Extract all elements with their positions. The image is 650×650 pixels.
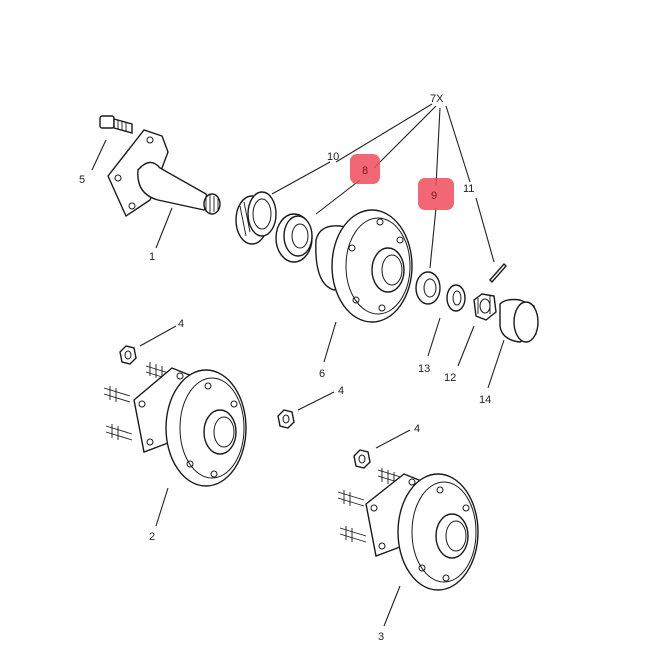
wheel-nut-upper-4 <box>119 345 137 365</box>
bolt-5 <box>99 115 133 134</box>
callout-7x: 7X <box>430 93 444 105</box>
callout-4-middle: 4 <box>338 385 344 397</box>
callout-11: 11 <box>463 183 474 195</box>
callout-1: 1 <box>149 251 155 263</box>
callout-8: 8 <box>362 165 368 177</box>
wheel-nut-lower-4 <box>353 449 371 469</box>
callout-labels: 7X 10 11 8 9 5 1 6 13 12 14 4 4 4 2 3 <box>79 93 491 643</box>
cup-ring-10 <box>235 191 277 245</box>
leader-lines <box>91 103 505 627</box>
hub-6 <box>315 209 413 323</box>
stub-axle-1 <box>107 129 221 218</box>
bearing-8 <box>275 213 313 263</box>
callout-14: 14 <box>479 394 491 406</box>
callout-9: 9 <box>431 190 437 202</box>
callout-2: 2 <box>149 531 155 543</box>
callout-13: 13 <box>418 363 430 375</box>
nut-lock-12 <box>446 284 466 312</box>
highlight-box-9 <box>418 178 454 210</box>
callout-12: 12 <box>444 372 456 384</box>
callout-5: 5 <box>79 174 85 186</box>
callout-3: 3 <box>378 631 384 643</box>
wheel-nut-middle-4 <box>277 409 295 429</box>
callout-4-upper: 4 <box>178 318 184 330</box>
callout-4-lower: 4 <box>414 423 420 435</box>
split-pin-11 <box>489 262 507 284</box>
highlight-box-8 <box>350 154 380 184</box>
callout-10: 10 <box>327 151 339 163</box>
hub-assembly-2 <box>103 362 247 487</box>
hub-cap-14 <box>499 298 539 343</box>
castle-nut <box>473 293 497 321</box>
hub-assembly-3 <box>337 468 479 591</box>
callout-6: 6 <box>319 368 325 380</box>
washer-13 <box>415 271 441 305</box>
